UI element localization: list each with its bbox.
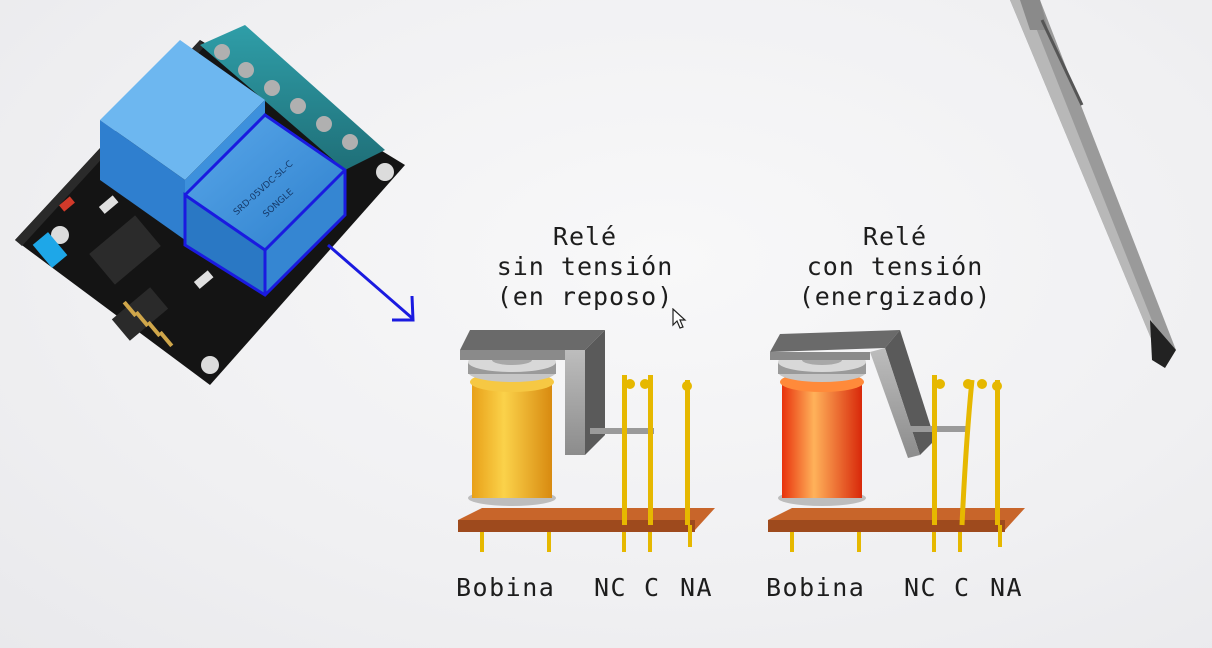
relay-front: SRD-05VDC-SL-C SONGLE (183, 113, 347, 297)
relay-off-title: Relé sin tensión (en reposo) (496, 222, 674, 311)
screw-terminals (200, 25, 385, 170)
armature-off (460, 330, 605, 455)
relay-on-title: Relé con tensión (energizado) (798, 222, 992, 311)
armature-on (770, 330, 935, 458)
coil-off (468, 352, 556, 506)
contacts-off (622, 375, 692, 525)
contacts-on (932, 375, 1002, 526)
relay-off-diagram (458, 330, 715, 552)
pen-image (1010, 0, 1176, 368)
relay-off-label-c: C (644, 573, 661, 602)
relay-on-label-nc: NC (904, 573, 938, 602)
relay-on-diagram (768, 330, 1025, 552)
mouse-cursor-icon (672, 308, 687, 329)
relay-on-label-c: C (954, 573, 971, 602)
highlight-arrow (327, 243, 415, 322)
relay-module-image: SRD-05VDC-SL-C SONGLE (15, 25, 415, 385)
coil-on (778, 352, 866, 506)
jumper (32, 232, 68, 268)
relay-off-label-nc: NC (594, 573, 628, 602)
relay-on-label-na: NA (990, 573, 1024, 602)
relay-off-label-na: NA (680, 573, 714, 602)
relay-off-label-coil: Bobina (456, 573, 556, 602)
relay-on-label-coil: Bobina (766, 573, 866, 602)
